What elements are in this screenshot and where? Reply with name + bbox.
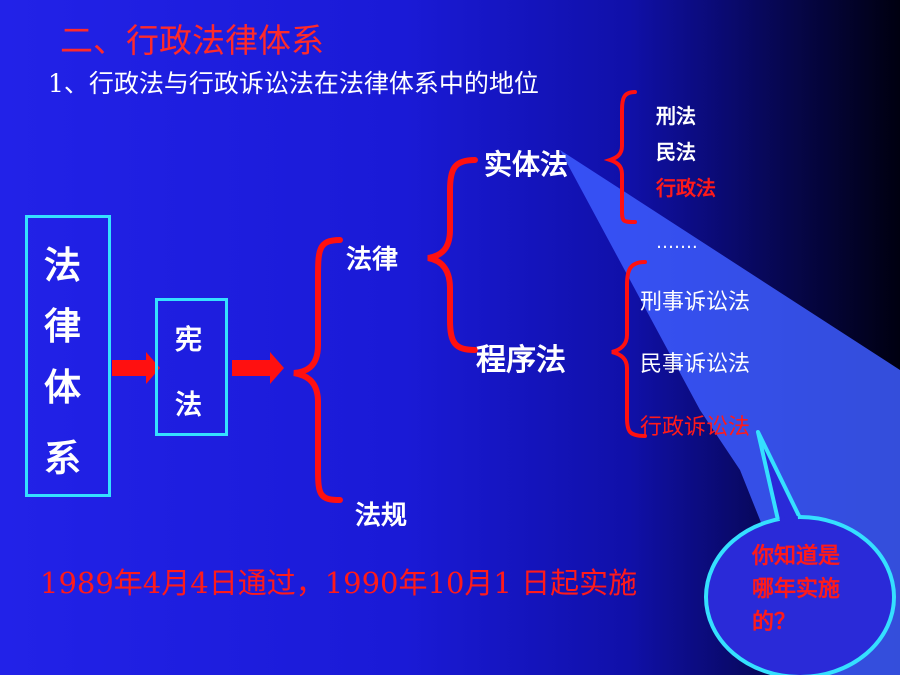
legal-system-char: 律 <box>44 305 81 348</box>
brace-law-regs <box>293 237 343 503</box>
leaf-civil-procedure: 民事诉讼法 <box>640 352 751 377</box>
brace-procedural-items <box>611 260 647 438</box>
leaf-administrative-law: 行政法 <box>656 176 716 200</box>
legal-system-box <box>25 215 111 497</box>
legal-system-char: 法 <box>44 244 81 287</box>
node-substantive-law: 实体法 <box>484 148 569 181</box>
node-regulations: 法规 <box>355 501 408 531</box>
brace-substantive-procedural <box>427 157 478 353</box>
bubble-tail <box>756 430 802 521</box>
legal-system-char: 系 <box>44 437 81 480</box>
leaf-ellipsis: ……. <box>656 232 698 253</box>
constitution-char: 宪 <box>175 325 202 356</box>
subtitle-text: 、行政法与行政诉讼法在法律体系中的地位 <box>63 69 539 98</box>
arrow-1 <box>112 352 160 384</box>
bubble-line: 你知道是 <box>752 543 841 569</box>
bubble-line: 哪年实施 <box>752 576 841 602</box>
node-procedural-law: 程序法 <box>476 343 566 378</box>
subtitle: 1、行政法与行政诉讼法在法律体系中的地位 <box>48 64 539 100</box>
page-title: 二、行政法律体系 <box>60 21 324 60</box>
arrow-2 <box>232 352 284 384</box>
constitution-box <box>155 298 228 436</box>
leaf-civil-law: 民法 <box>656 140 696 164</box>
leaf-criminal-law: 刑法 <box>656 104 696 128</box>
footer-note: 1989年4月4日通过，1990年10月1 日起实施 <box>40 566 638 600</box>
bubble-line: 的？ <box>752 609 797 635</box>
subtitle-number: 1 <box>48 69 64 98</box>
legal-system-char: 体 <box>44 366 81 409</box>
leaf-administrative-procedure: 行政诉讼法 <box>640 415 751 440</box>
brace-substantive-items <box>603 90 637 224</box>
constitution-char: 法 <box>175 390 202 421</box>
leaf-criminal-procedure: 刑事诉讼法 <box>640 290 751 315</box>
node-law: 法律 <box>346 245 399 275</box>
